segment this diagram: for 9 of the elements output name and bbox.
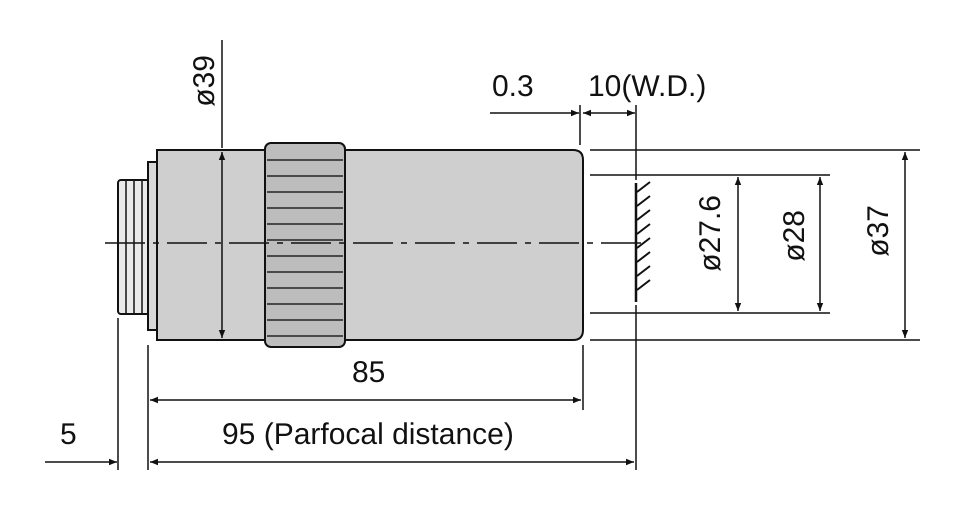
dimension-label: ø27.6: [696, 195, 726, 272]
dimension-label: 0.3: [492, 72, 534, 102]
dimension-label: 85: [352, 358, 386, 388]
dimension-label: ø39: [190, 55, 220, 107]
dimension-label: 10(W.D.): [588, 72, 706, 102]
dimension-label: ø37: [864, 205, 894, 257]
dimension-label: 95 (Parfocal distance): [222, 420, 514, 450]
dimension-label: 5: [60, 420, 77, 450]
dimension-label: ø28: [780, 210, 810, 262]
